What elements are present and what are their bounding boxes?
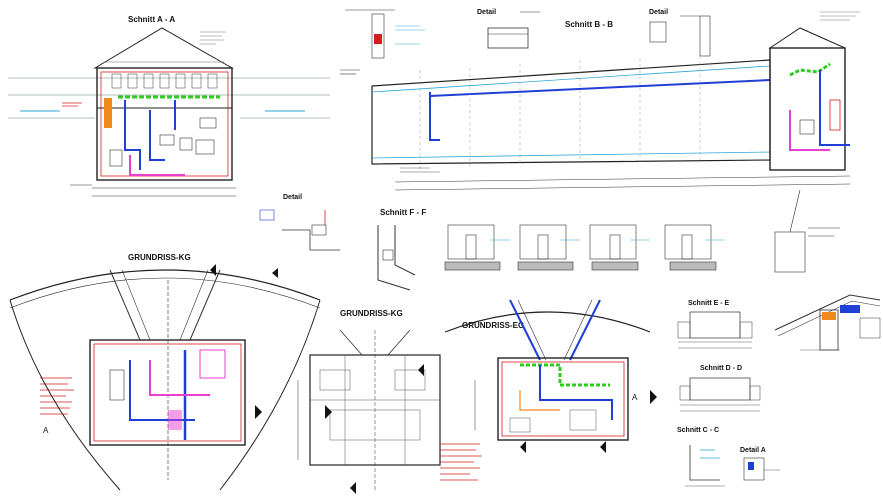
roof-detail <box>774 294 881 351</box>
wall-details <box>444 224 725 271</box>
section-ff: Schnitt F - F <box>377 208 426 291</box>
north-arrow-icon <box>210 264 216 276</box>
section-dd: Schnitt D - D <box>679 365 761 412</box>
detail-a: Detail A <box>740 447 780 481</box>
section-aa: Schnitt A - A <box>8 15 330 197</box>
section-dd-title: Schnitt D - D <box>700 365 742 372</box>
detail-top2-title: Detail <box>649 9 668 16</box>
north-arrow-icon <box>272 268 278 278</box>
section-marker-icon <box>600 441 606 453</box>
detail-a-title: Detail A <box>740 447 766 454</box>
section-bb-title: Schnitt B - B <box>565 20 613 29</box>
plan-kg-left: GRUNDRISS-KG A <box>9 253 321 491</box>
detail-top-right: Detail <box>649 9 711 57</box>
plan-kg-left-title: GRUNDRISS-KG <box>128 253 191 262</box>
plan-eg: GRUNDRISS-EG A <box>440 299 657 481</box>
marker-a-right: A <box>632 393 638 402</box>
section-marker-icon <box>255 405 262 419</box>
marker-a-left: A <box>43 426 49 435</box>
detail-top-title: Detail <box>477 9 496 16</box>
plan-eg-title: GRUNDRISS-EG <box>462 321 524 330</box>
section-bb: Schnitt B - B <box>371 11 860 191</box>
section-marker-icon <box>520 441 526 453</box>
plan-kg-mid-title: GRUNDRISS-KG <box>340 309 403 318</box>
detail-top-left <box>340 9 425 75</box>
section-cc: Schnitt C - C <box>677 427 725 487</box>
detail-mid-title: Detail <box>283 194 302 201</box>
detail-right-mid <box>774 189 840 273</box>
section-ee-title: Schnitt E - E <box>688 300 730 307</box>
section-marker-icon <box>650 390 657 404</box>
detail-top-middle: Detail <box>477 9 540 49</box>
detail-mid: Detail <box>259 194 340 278</box>
section-aa-title: Schnitt A - A <box>128 15 175 24</box>
section-ff-title: Schnitt F - F <box>380 208 426 217</box>
section-marker-icon <box>325 405 332 419</box>
section-cc-title: Schnitt C - C <box>677 427 719 434</box>
section-ee: Schnitt E - E <box>677 300 753 349</box>
section-marker-icon <box>350 482 356 494</box>
plan-kg-mid: GRUNDRISS-KG <box>297 309 441 494</box>
section-marker-icon <box>418 364 424 376</box>
